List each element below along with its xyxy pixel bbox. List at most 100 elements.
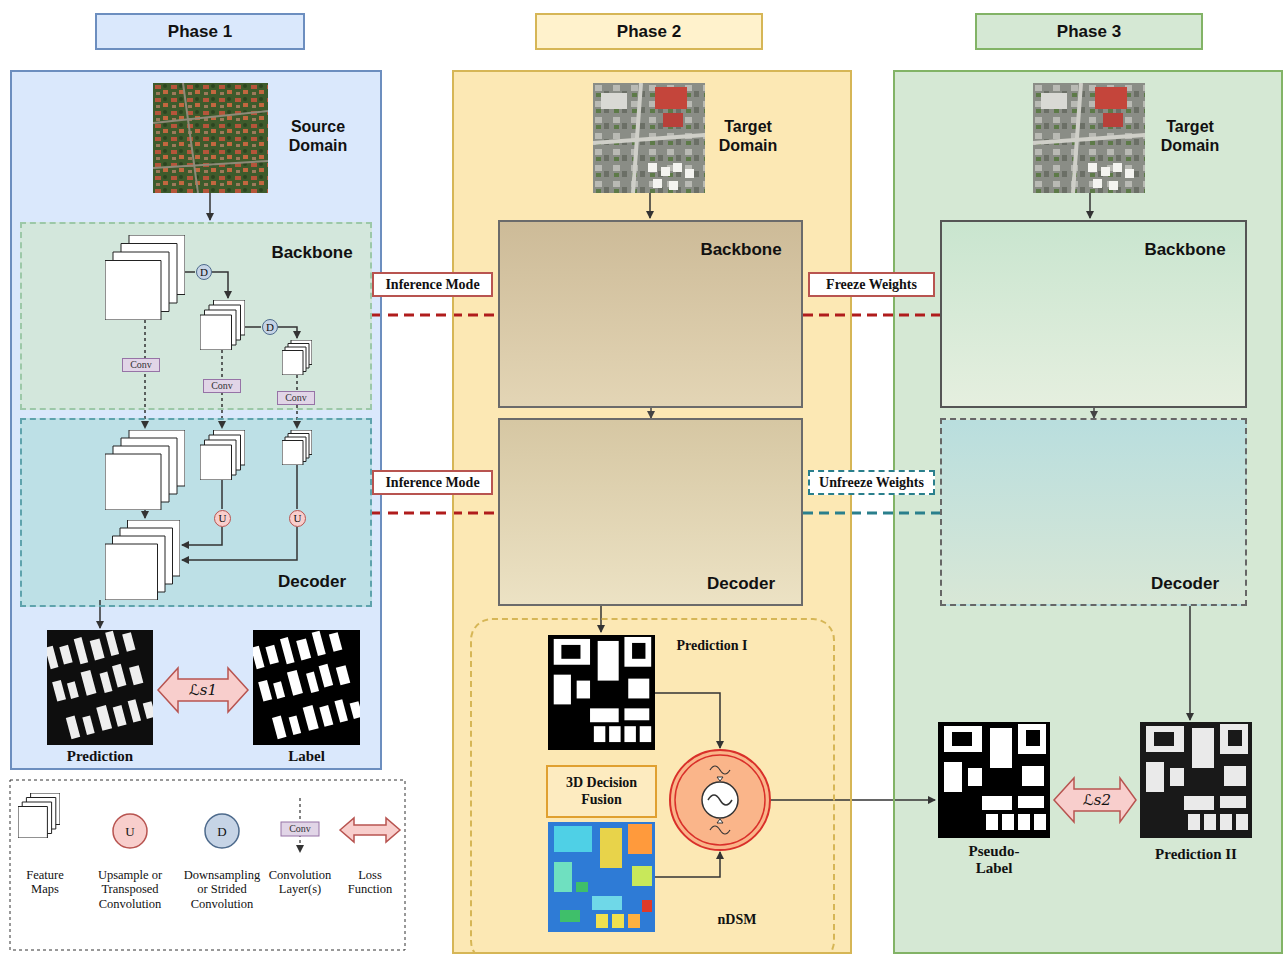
conv-label: Conv (122, 358, 160, 372)
loss-arrow (1054, 778, 1136, 822)
decoder-box-text-holder: Decoder (686, 574, 796, 594)
flow-arrow (221, 480, 223, 509)
image (548, 635, 655, 750)
decoder-box-text: Decoder (1130, 574, 1240, 594)
image (249, 624, 363, 745)
fusion-symbol (717, 819, 723, 823)
edge-label: Freeze Weights (826, 278, 917, 292)
legend-text: Loss Function (341, 868, 399, 897)
connector (650, 408, 652, 418)
image-caption-holder: Label (250, 748, 363, 765)
legend-entry: Feature Maps (15, 868, 75, 897)
flow-arrow (296, 465, 298, 509)
flow-arrow (182, 527, 222, 545)
decoder-box-text-holder: Decoder (262, 572, 362, 592)
decoder-box-text-holder: Decoder (1130, 574, 1240, 594)
fusion-region-text: nDSM (702, 912, 772, 928)
panel-fill (20, 222, 372, 410)
flow-arrow (209, 193, 211, 220)
edge-label: Unfreeze Weights (819, 476, 924, 490)
fusion-method-box-text: 3D Decision Fusion (548, 775, 655, 807)
conv-label-text: Conv (130, 360, 152, 370)
legend-text: Downsampling or Strided Convolution (179, 868, 265, 911)
image-caption-holder: Pseudo-Label (958, 843, 1030, 878)
edge-label: Inference Mode (385, 278, 479, 292)
image-caption: Prediction (40, 748, 160, 765)
fusion-method-box: 3D Decision Fusion (546, 765, 657, 818)
flow-arrow (278, 327, 297, 338)
phase-panel: Source DomainBackboneDDConvConvConvDecod… (10, 70, 382, 770)
fusion-region-text-holder: Prediction I (662, 638, 762, 654)
fusion-symbol (675, 755, 765, 845)
legend-symbol (205, 814, 239, 848)
image (593, 83, 705, 193)
upsample-circle: U (214, 510, 231, 527)
legend-symbol (340, 818, 400, 842)
backbone-box-text-holder: Backbone (262, 243, 362, 263)
flow-arrow (99, 600, 101, 628)
panel-fill (10, 70, 382, 770)
conv-label-text: Conv (285, 393, 307, 403)
conv-label: Conv (203, 379, 241, 393)
legend-symbol-text-holder: U (112, 822, 148, 840)
downsample-circle: D (262, 319, 278, 335)
phase-panel: Target DomainBackboneDecoderPrediction I… (452, 70, 852, 954)
backbone-box-text-holder: Backbone (1130, 240, 1240, 260)
flow-arrow (1089, 193, 1091, 218)
decoder-box: Decoder U U (20, 418, 372, 607)
loss-symbol: ℒs1 (189, 683, 217, 698)
image (47, 630, 153, 745)
fusion-symbol (702, 782, 738, 818)
image-caption-holder: Prediction II (1136, 846, 1256, 863)
legend-text: Upsample or Transposed Convolution (90, 868, 170, 911)
downsample-circle: D (196, 264, 212, 280)
upsample-circle-text: U (219, 513, 227, 524)
feature-maps (200, 430, 245, 480)
feature-maps (105, 520, 180, 600)
fusion-symbol (710, 826, 730, 834)
decoder-box-text: Decoder (686, 574, 796, 594)
flow-arrow (245, 326, 261, 328)
edge-label: Inference Mode (385, 476, 479, 490)
legend-symbol (18, 793, 400, 852)
legend-symbol (281, 822, 319, 836)
phase-panel-text-holder: Target Domain (705, 117, 791, 155)
flow-arrow (144, 320, 146, 428)
connector (372, 512, 498, 515)
phase-header-text: Phase 3 (1057, 22, 1121, 42)
flow-arrow (185, 271, 195, 273)
phase-header-text: Phase 1 (168, 22, 232, 42)
legend-symbol-text-holder: Conv (282, 822, 318, 836)
image (43, 624, 156, 745)
image-caption: Pseudo-Label (958, 843, 1030, 878)
phase-panel-text: Target Domain (1147, 117, 1233, 155)
flow-arrow (182, 527, 297, 560)
flow-arrow (655, 693, 720, 748)
panel-fill (20, 418, 372, 607)
legend-entry: Loss Function (341, 868, 399, 897)
edge-label-box: Unfreeze Weights (808, 470, 935, 495)
loss-arrow (158, 668, 1136, 822)
legend-symbol (18, 793, 60, 838)
upsample-circle-text: U (294, 513, 302, 524)
phase-header: Phase 3 (975, 13, 1203, 50)
phase-panel-text-holder: Target Domain (1147, 117, 1233, 155)
flow-arrow (770, 799, 935, 801)
image (1033, 83, 1145, 193)
loss-symbol-holder: ℒs1 (178, 679, 228, 701)
flow-arrow (144, 510, 146, 518)
legend-symbol (113, 814, 147, 848)
legend-text: Feature Maps (15, 868, 75, 897)
phase-header-text: Phase 2 (617, 22, 681, 42)
phase-panel-text: Source Domain (278, 117, 358, 155)
upsample-circle: U (289, 510, 306, 527)
panel-fill (893, 70, 1283, 954)
connector (803, 512, 940, 515)
image-caption: Label (250, 748, 363, 765)
image (938, 722, 1050, 838)
edge-label-box: Freeze Weights (808, 272, 935, 297)
flow-arrow (1189, 606, 1191, 720)
loss-symbol-holder: ℒs2 (1074, 789, 1120, 811)
legend-symbol-text: U (125, 825, 134, 838)
